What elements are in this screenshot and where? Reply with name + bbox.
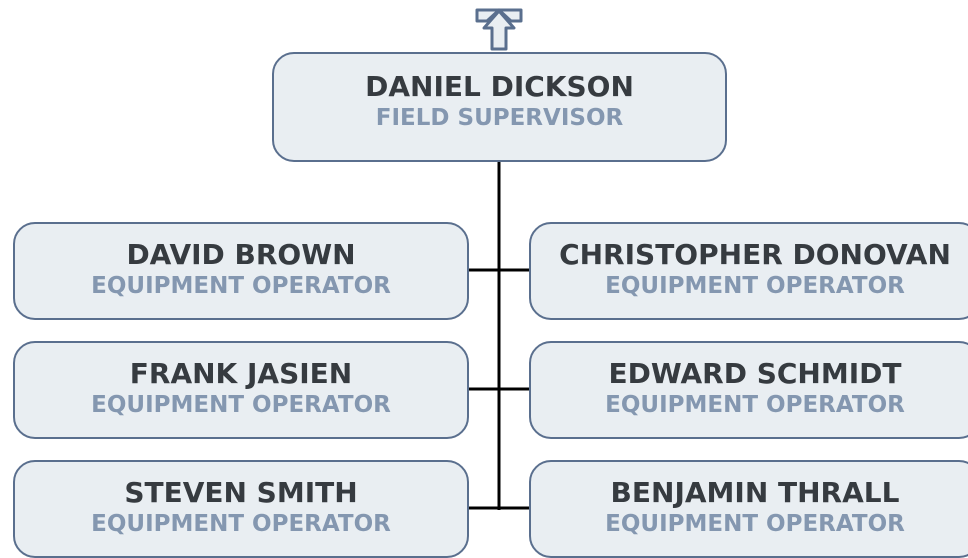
supervisor-name: DANIEL DICKSON	[365, 70, 634, 103]
report-title: EQUIPMENT OPERATOR	[605, 392, 905, 418]
report-name: FRANK JASIEN	[129, 357, 353, 390]
report-node-edward-schmidt[interactable]: EDWARD SCHMIDT EQUIPMENT OPERATOR	[529, 341, 968, 439]
report-node-benjamin-thrall[interactable]: BENJAMIN THRALL EQUIPMENT OPERATOR	[529, 460, 968, 558]
report-title: EQUIPMENT OPERATOR	[91, 511, 391, 537]
report-title: EQUIPMENT OPERATOR	[605, 273, 905, 299]
supervisor-title: FIELD SUPERVISOR	[375, 105, 624, 131]
report-node-christopher-donovan[interactable]: CHRISTOPHER DONOVAN EQUIPMENT OPERATOR	[529, 222, 968, 320]
report-name: STEVEN SMITH	[124, 476, 358, 509]
report-name: CHRISTOPHER DONOVAN	[559, 238, 951, 271]
report-title: EQUIPMENT OPERATOR	[605, 511, 905, 537]
report-node-david-brown[interactable]: DAVID BROWN EQUIPMENT OPERATOR	[13, 222, 469, 320]
report-title: EQUIPMENT OPERATOR	[91, 392, 391, 418]
report-node-frank-jasien[interactable]: FRANK JASIEN EQUIPMENT OPERATOR	[13, 341, 469, 439]
report-name: DAVID BROWN	[126, 238, 356, 271]
report-title: EQUIPMENT OPERATOR	[91, 273, 391, 299]
report-name: BENJAMIN THRALL	[610, 476, 900, 509]
report-node-steven-smith[interactable]: STEVEN SMITH EQUIPMENT OPERATOR	[13, 460, 469, 558]
navigate-up-arrow-icon[interactable]	[474, 7, 524, 53]
report-name: EDWARD SCHMIDT	[608, 357, 902, 390]
supervisor-node[interactable]: DANIEL DICKSON FIELD SUPERVISOR	[272, 52, 727, 162]
